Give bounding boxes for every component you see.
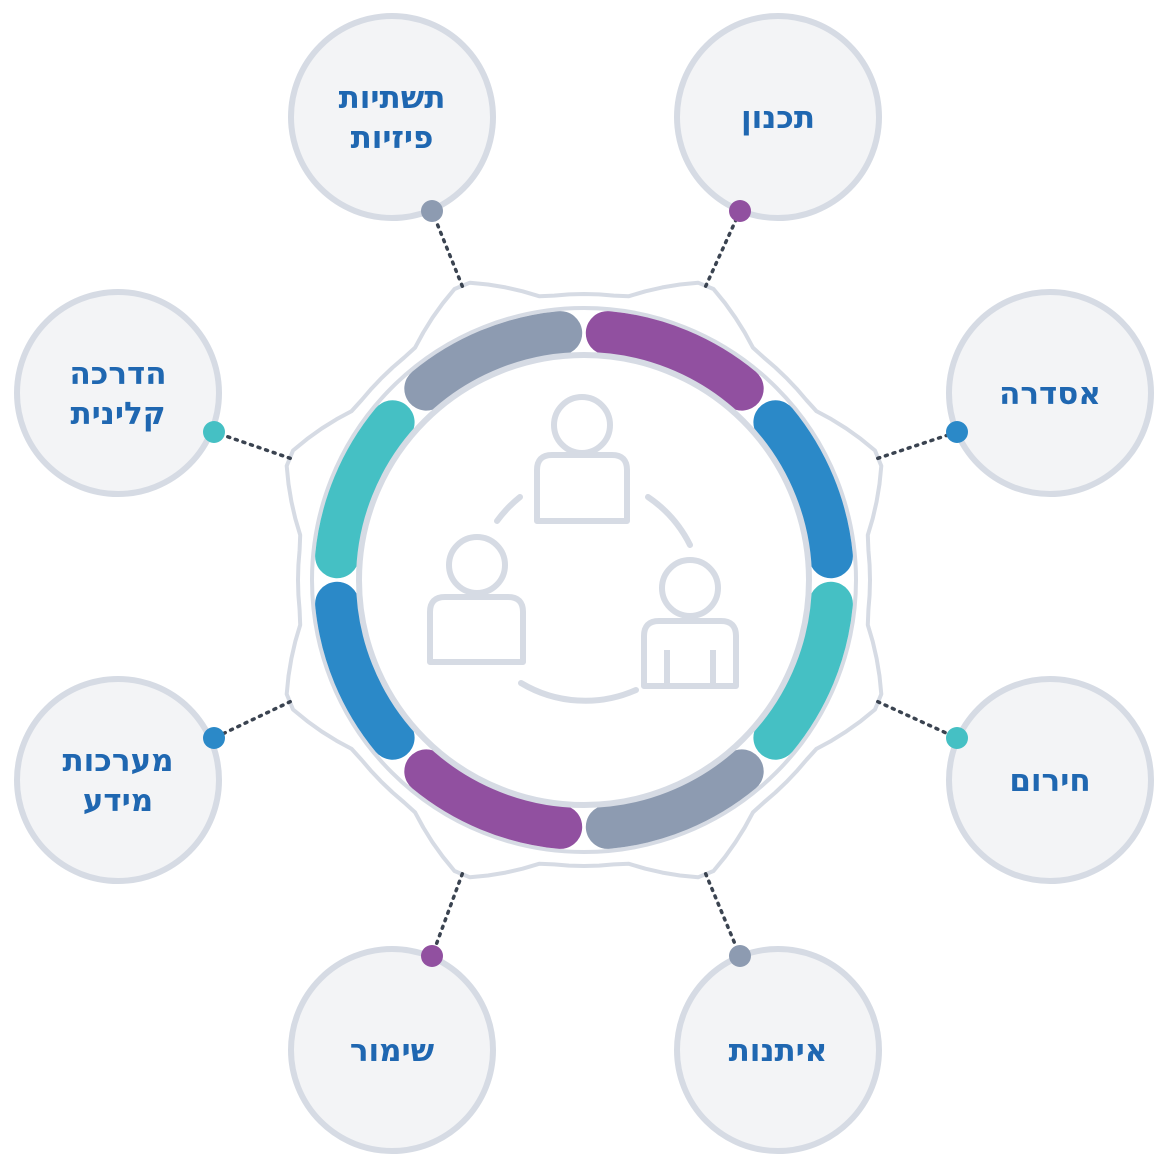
node-label: מערכות <box>62 743 173 779</box>
node-connector <box>876 430 959 461</box>
cycle-arc-bottom <box>518 680 639 704</box>
node-dot <box>946 727 968 749</box>
ring-arc-segment <box>315 400 415 579</box>
node-label: שימור <box>350 1033 435 1069</box>
node-label: פיזיות <box>351 120 434 156</box>
node-connector <box>703 209 742 288</box>
node-circle <box>946 676 1154 884</box>
person-top-icon <box>534 394 630 524</box>
diagram-node: תשתיות פיזיות <box>288 13 496 288</box>
node-connector <box>430 872 465 958</box>
person-right-icon <box>641 557 739 689</box>
node-connector <box>430 209 465 288</box>
person-left-icon <box>427 534 526 665</box>
cycle-arrows-icon <box>494 494 693 704</box>
diagram-node: מערכות מידע <box>14 676 292 884</box>
node-dot <box>421 200 443 222</box>
diagram-node: שימור <box>288 872 496 1154</box>
ring-arc-segment <box>753 400 853 579</box>
people-cycle-icon <box>356 352 812 808</box>
node-label: מידע <box>83 783 153 819</box>
cycle-arc-left <box>494 494 523 524</box>
diagram-node: אסדרה <box>876 289 1154 497</box>
diagram-node: איתנות <box>674 872 882 1154</box>
node-dot <box>729 200 751 222</box>
nodes-layer: תכנון אסדרה חירום איתנות שימור מערכות מידע הדרכ… <box>14 13 1154 1154</box>
node-circle <box>288 13 496 221</box>
node-circle <box>946 289 1154 497</box>
node-connector <box>876 699 959 740</box>
diagram-node: תכנון <box>674 13 882 288</box>
ring-arc-segment <box>404 749 583 849</box>
node-dot <box>203 421 225 443</box>
ring-arc-segment <box>585 311 764 411</box>
inner-circle <box>356 352 812 808</box>
node-label: תכנון <box>741 100 815 136</box>
node-circle <box>14 289 222 497</box>
node-dot <box>203 727 225 749</box>
node-label: איתנות <box>729 1033 828 1069</box>
node-label: קלינית <box>70 396 165 432</box>
node-label: חירום <box>1009 763 1090 799</box>
node-connector <box>703 872 742 958</box>
colored-arc-ring <box>315 311 853 849</box>
ring-arc-segment <box>404 311 583 411</box>
node-label: אסדרה <box>999 376 1101 412</box>
ring-arc-segment <box>585 749 764 849</box>
node-label: הדרכה <box>69 356 166 392</box>
node-dot <box>729 945 751 967</box>
diagram-node: חירום <box>876 676 1154 884</box>
node-dot <box>946 421 968 443</box>
node-dot <box>421 945 443 967</box>
cycle-arc-right <box>645 494 693 548</box>
node-circle <box>674 946 882 1154</box>
ring-arc-segment <box>753 581 853 760</box>
node-circle <box>288 946 496 1154</box>
node-connector <box>212 430 292 461</box>
node-circle <box>14 676 222 884</box>
diagram-node: הדרכה קלינית <box>14 289 292 497</box>
ring-arc-segment <box>315 581 415 760</box>
node-circle <box>674 13 882 221</box>
node-label: תשתיות <box>339 80 446 116</box>
node-connector <box>212 699 292 740</box>
